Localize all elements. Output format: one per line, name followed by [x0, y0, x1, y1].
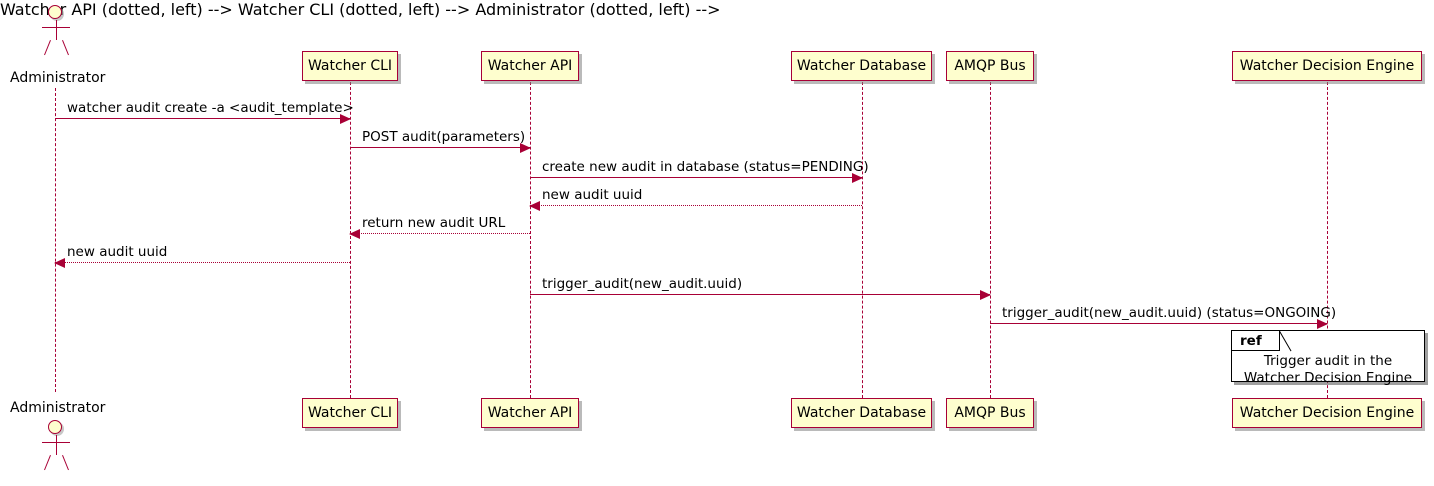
participant-label: Watcher Decision Engine	[1239, 405, 1415, 421]
participant-label: Watcher API	[487, 58, 573, 74]
participant-amqp-bus-bottom[interactable]: AMQP Bus	[946, 398, 1034, 428]
lifeline-amqp-bus	[990, 82, 991, 398]
ref-fragment-line-2: Watcher Decision Engine	[1243, 370, 1413, 387]
participant-label: Watcher API	[487, 405, 573, 421]
actor-torso-icon	[56, 20, 58, 40]
message-label: POST audit(parameters)	[362, 128, 526, 145]
lifeline-decision-engine	[1327, 82, 1328, 398]
ref-keyword-label: ref	[1240, 332, 1262, 349]
arrowhead-left-icon	[529, 200, 540, 211]
actor-left-leg-icon	[44, 39, 51, 56]
participant-watcher-api-bottom[interactable]: Watcher API	[481, 398, 579, 428]
arrowhead-left-icon	[54, 257, 65, 268]
participant-watcher-cli-bottom[interactable]: Watcher CLI	[302, 398, 398, 428]
message-label: return new audit URL	[362, 214, 506, 231]
lifeline-watcher-cli	[350, 82, 351, 398]
message-label: new audit uuid	[67, 243, 168, 260]
message-line	[530, 294, 990, 295]
message-label: trigger_audit(new_audit.uuid) (status=ON…	[1002, 304, 1337, 321]
message-line	[990, 323, 1327, 324]
message-line	[350, 233, 530, 234]
actor-head-icon	[48, 5, 62, 19]
actor-left-leg-icon	[44, 454, 51, 471]
ref-fragment-body: Trigger audit in the Watcher Decision En…	[1232, 353, 1424, 388]
participant-label: Watcher CLI	[307, 405, 393, 421]
arrowhead-right-icon	[520, 142, 531, 153]
message-line	[55, 262, 350, 263]
participant-label: Watcher Database	[796, 405, 927, 421]
ref-fragment-tab: ref	[1232, 331, 1280, 351]
participant-amqp-bus-top[interactable]: AMQP Bus	[946, 51, 1034, 81]
arrowhead-right-icon	[852, 172, 863, 183]
arrowhead-left-icon	[349, 228, 360, 239]
message-label: trigger_audit(new_audit.uuid)	[542, 275, 743, 292]
participant-label: AMQP Bus	[954, 58, 1026, 74]
actor-right-leg-icon	[62, 454, 69, 471]
message-label: create new audit in database (status=PEN…	[542, 158, 869, 175]
actor-label-top: Administrator	[10, 70, 106, 86]
participant-watcher-database-top[interactable]: Watcher Database	[791, 51, 932, 81]
ref-fragment: ref Trigger audit in the Watcher Decisio…	[1231, 330, 1425, 386]
participant-label: Watcher CLI	[307, 58, 393, 74]
actor-head-icon	[48, 420, 62, 434]
ref-fragment-line-1: Trigger audit in the	[1263, 353, 1393, 369]
message-line	[530, 205, 862, 206]
ref-fragment-tab-notch	[1280, 331, 1291, 351]
lifeline-administrator	[55, 88, 56, 392]
participant-label: Watcher Database	[796, 58, 927, 74]
actor-label-bottom: Administrator	[10, 400, 106, 416]
message-label: watcher audit create -a <audit_template>	[67, 99, 354, 116]
actor-arms-icon	[42, 442, 70, 443]
participant-watcher-api-top[interactable]: Watcher API	[481, 51, 579, 81]
lifeline-watcher-api	[530, 82, 531, 398]
actor-right-leg-icon	[62, 39, 69, 56]
message-line	[530, 177, 862, 178]
arrowhead-right-icon	[1317, 318, 1328, 329]
participant-label: Watcher Decision Engine	[1239, 58, 1415, 74]
participant-label: AMQP Bus	[954, 405, 1026, 421]
arrowhead-right-icon	[980, 289, 991, 300]
participant-watcher-cli-top[interactable]: Watcher CLI	[302, 51, 398, 81]
arrowhead-right-icon	[340, 113, 351, 124]
message-label: new audit uuid	[542, 186, 643, 203]
actor-arms-icon	[42, 27, 70, 28]
message-line	[55, 118, 350, 119]
participant-watcher-database-bottom[interactable]: Watcher Database	[791, 398, 932, 428]
participant-decision-engine-bottom[interactable]: Watcher Decision Engine	[1232, 398, 1422, 428]
message-line	[350, 147, 530, 148]
actor-torso-icon	[56, 435, 58, 455]
lifeline-watcher-database	[862, 82, 863, 398]
participant-decision-engine-top[interactable]: Watcher Decision Engine	[1232, 51, 1422, 81]
